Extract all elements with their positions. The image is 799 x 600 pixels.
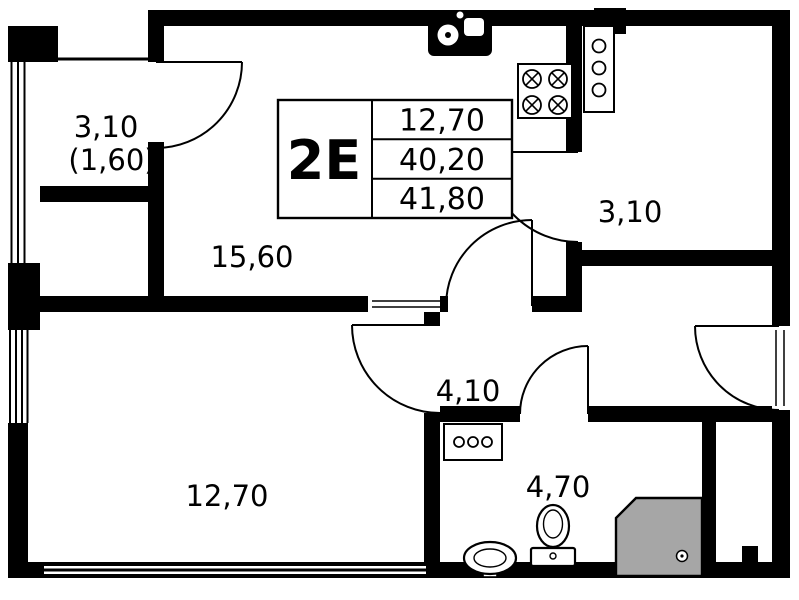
wall-segment xyxy=(8,296,368,312)
info-row-total-area: 41,80 xyxy=(399,182,485,217)
door-swing-arc xyxy=(694,325,780,411)
shower-drain-dot xyxy=(680,554,684,558)
passage-threshold xyxy=(372,300,442,308)
bedroom-door-arc xyxy=(351,324,441,414)
window-glazing-line xyxy=(44,566,426,569)
toilet-button xyxy=(549,552,557,560)
stove-icon xyxy=(517,63,573,119)
wall-segment xyxy=(702,422,716,568)
wall-segment xyxy=(8,423,28,568)
shower-icon xyxy=(614,496,704,578)
wall-segment xyxy=(566,26,582,152)
info-box: 2Е 12,70 40,20 41,80 xyxy=(276,98,514,220)
wall-segment xyxy=(440,296,448,312)
door-swing-arc xyxy=(445,219,533,307)
entrance-door-arc xyxy=(694,325,785,411)
toilet-icon xyxy=(529,503,577,568)
shower-tray xyxy=(614,496,704,578)
sink-faucet xyxy=(456,11,464,19)
basin-bowl-inner xyxy=(473,548,507,568)
wall-segment xyxy=(424,312,440,325)
room-label-balcony: 3,10 xyxy=(74,110,139,144)
washer-knob xyxy=(453,436,465,448)
window-glazing-line xyxy=(44,571,426,574)
wall-segment xyxy=(148,142,164,312)
duct-block xyxy=(742,546,758,562)
boiler-dial xyxy=(591,38,607,54)
washer-knob xyxy=(481,436,493,448)
wall-segment xyxy=(588,406,772,422)
balcony-door-arc xyxy=(155,61,243,149)
wall-segment xyxy=(424,413,440,578)
info-row-area: 40,20 xyxy=(399,143,485,178)
sink-bowl-2 xyxy=(464,18,484,36)
wall-segment xyxy=(440,406,520,422)
bottom-window xyxy=(44,566,426,574)
boiler-dial xyxy=(591,82,607,98)
kitchen-sink-icon xyxy=(428,10,492,56)
toilet-bowl-inner xyxy=(542,509,564,539)
room-label-hallway: 4,10 xyxy=(436,374,501,408)
wall-segment xyxy=(148,26,164,62)
room-label-storage: 3,10 xyxy=(598,195,663,229)
room-label-bedroom: 12,70 xyxy=(185,479,268,513)
door-swing-arc xyxy=(351,324,441,414)
room-labels: 3,10 (1,60) 15,60 3,10 4,10 12,70 4,70 xyxy=(68,110,662,513)
unit-type-label: 2Е xyxy=(287,129,361,192)
wall-segment xyxy=(772,10,790,326)
room-label-bathroom: 4,70 xyxy=(526,470,591,504)
wall-segment xyxy=(40,186,150,202)
washer-knob xyxy=(467,436,479,448)
info-box-frame xyxy=(276,98,514,220)
room-label-balcony-reduced: (1,60) xyxy=(68,143,155,177)
wall-segment xyxy=(566,242,582,312)
balcony-window xyxy=(10,57,150,263)
door-swing-arc xyxy=(519,345,589,415)
wash-basin-icon xyxy=(462,540,518,578)
wall-segment xyxy=(580,250,788,266)
bedroom-window xyxy=(9,330,29,423)
living-hall-door-arc xyxy=(445,219,533,307)
burner-crosses xyxy=(525,72,565,112)
wall-segment xyxy=(8,26,58,62)
room-label-living-kitchen: 15,60 xyxy=(210,240,293,274)
boiler-dial xyxy=(591,60,607,76)
bathroom-door-arc xyxy=(519,345,589,415)
washing-machine-icon xyxy=(443,423,503,461)
boiler-icon xyxy=(583,25,615,113)
info-row-living-area: 12,70 xyxy=(399,104,485,139)
door-swing-arc xyxy=(155,61,243,149)
sink-drain xyxy=(445,32,451,38)
wall-segment xyxy=(772,410,790,578)
